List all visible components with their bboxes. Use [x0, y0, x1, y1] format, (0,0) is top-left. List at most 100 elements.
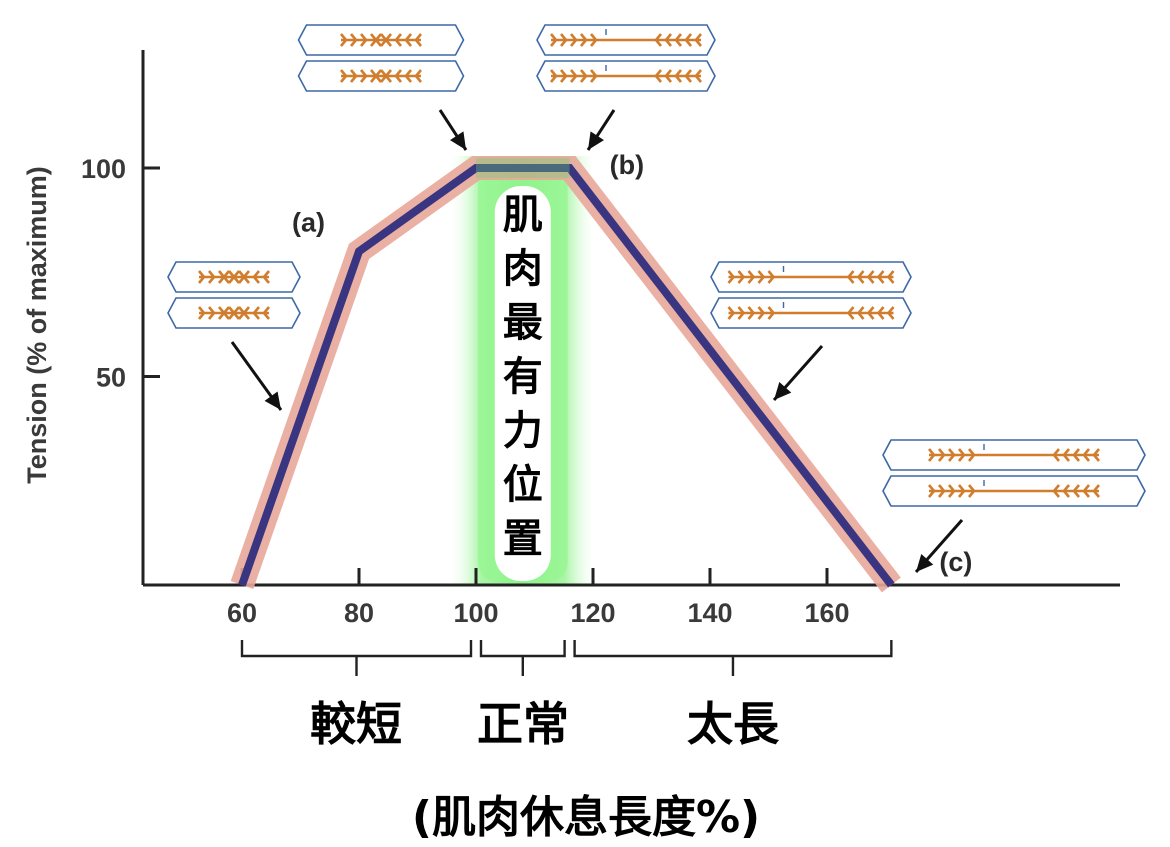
myosin-head	[737, 306, 746, 320]
myosin-head	[674, 69, 682, 83]
myosin-head	[580, 69, 588, 83]
optimal-zone-char: 有	[503, 354, 543, 400]
myosin-head	[757, 270, 766, 284]
myosin-head	[694, 69, 702, 83]
myosin-head	[928, 484, 936, 498]
myosin-head	[590, 69, 598, 83]
range-label: 太長	[687, 697, 780, 751]
x-tick-label: 140	[687, 598, 732, 628]
x-tick-label: 100	[453, 598, 498, 628]
arrow-head	[916, 553, 934, 572]
myosin-head	[1092, 484, 1100, 498]
myosin-head	[550, 33, 558, 47]
myosin-head	[414, 33, 422, 47]
myosin-head	[684, 69, 692, 83]
myosin-head	[948, 484, 956, 498]
myosin-head	[1082, 484, 1090, 498]
myosin-head	[876, 270, 885, 284]
optimal-zone-char: 置	[503, 516, 543, 562]
myosin-head	[767, 306, 776, 320]
plateau-tint	[476, 158, 570, 178]
myosin-head	[767, 270, 776, 284]
myosin-head	[242, 270, 250, 284]
myosin-head	[928, 448, 936, 462]
myosin-head	[654, 69, 662, 83]
myosin-head	[360, 69, 368, 83]
myosin-head	[856, 306, 865, 320]
myosin-head	[590, 33, 598, 47]
myosin-head	[654, 33, 662, 47]
myosin-head	[570, 33, 578, 47]
x-tick-label: 160	[804, 598, 849, 628]
sarcomere-diagrams	[167, 24, 1146, 507]
y-tick-label: 100	[81, 154, 126, 184]
myosin-head	[394, 69, 402, 83]
sarcomere-diagram	[167, 261, 301, 329]
annotation-label: (a)	[292, 207, 325, 237]
myosin-head	[757, 306, 766, 320]
range-label: 較短	[310, 697, 402, 751]
myosin-head	[560, 33, 568, 47]
sarcomere-diagram	[297, 24, 465, 92]
myosin-head	[958, 484, 966, 498]
myosin-head	[694, 33, 702, 47]
x-tick-label: 120	[570, 598, 615, 628]
myosin-head	[968, 484, 976, 498]
myosin-head	[350, 69, 358, 83]
x-tick-label: 60	[227, 598, 257, 628]
myosin-head	[886, 270, 895, 284]
optimal-zone-highlight	[447, 156, 598, 585]
myosin-head	[208, 270, 216, 284]
arrow-head	[450, 131, 466, 150]
myosin-head	[846, 306, 855, 320]
myosin-head	[550, 69, 558, 83]
myosin-head	[1052, 448, 1060, 462]
myosin-head	[1082, 448, 1090, 462]
arrow-head	[774, 381, 792, 400]
myosin-head	[208, 306, 216, 320]
myosin-head	[242, 306, 250, 320]
range-bracket	[240, 640, 473, 676]
myosin-head	[252, 270, 260, 284]
myosin-head	[684, 33, 692, 47]
myosin-head	[384, 33, 392, 47]
optimal-zone-char: 最	[503, 300, 543, 346]
x-axis-label: (肌肉休息長度%)	[412, 792, 760, 843]
optimal-zone-char: 肌	[503, 192, 543, 238]
myosin-head	[262, 270, 270, 284]
myosin-head	[232, 270, 240, 284]
myosin-head	[360, 33, 368, 47]
myosin-head	[350, 33, 358, 47]
y-axis-label: Tension (% of maximum)	[22, 166, 52, 484]
myosin-head	[856, 270, 865, 284]
myosin-head	[222, 270, 230, 284]
myosin-head	[374, 33, 382, 47]
myosin-head	[846, 270, 855, 284]
myosin-head	[262, 306, 270, 320]
sarcomere-diagram	[882, 439, 1146, 507]
myosin-head	[232, 306, 240, 320]
optimal-zone-char: 肉	[503, 246, 543, 292]
range-bracket	[573, 640, 893, 676]
myosin-head	[664, 69, 672, 83]
myosin-head	[938, 484, 946, 498]
sarcomere-diagram	[710, 261, 912, 329]
tension-series	[230, 156, 901, 593]
myosin-head	[570, 69, 578, 83]
myosin-head	[404, 69, 412, 83]
myosin-head	[198, 306, 206, 320]
myosin-head	[876, 306, 885, 320]
optimal-zone-char: 力	[503, 408, 543, 454]
myosin-head	[747, 270, 756, 284]
myosin-head	[938, 448, 946, 462]
myosin-head	[737, 270, 746, 284]
myosin-head	[252, 306, 260, 320]
myosin-head	[394, 33, 402, 47]
myosin-head	[968, 448, 976, 462]
myosin-head	[198, 270, 206, 284]
myosin-head	[727, 306, 736, 320]
myosin-head	[1062, 484, 1070, 498]
arrow-head	[264, 391, 281, 410]
